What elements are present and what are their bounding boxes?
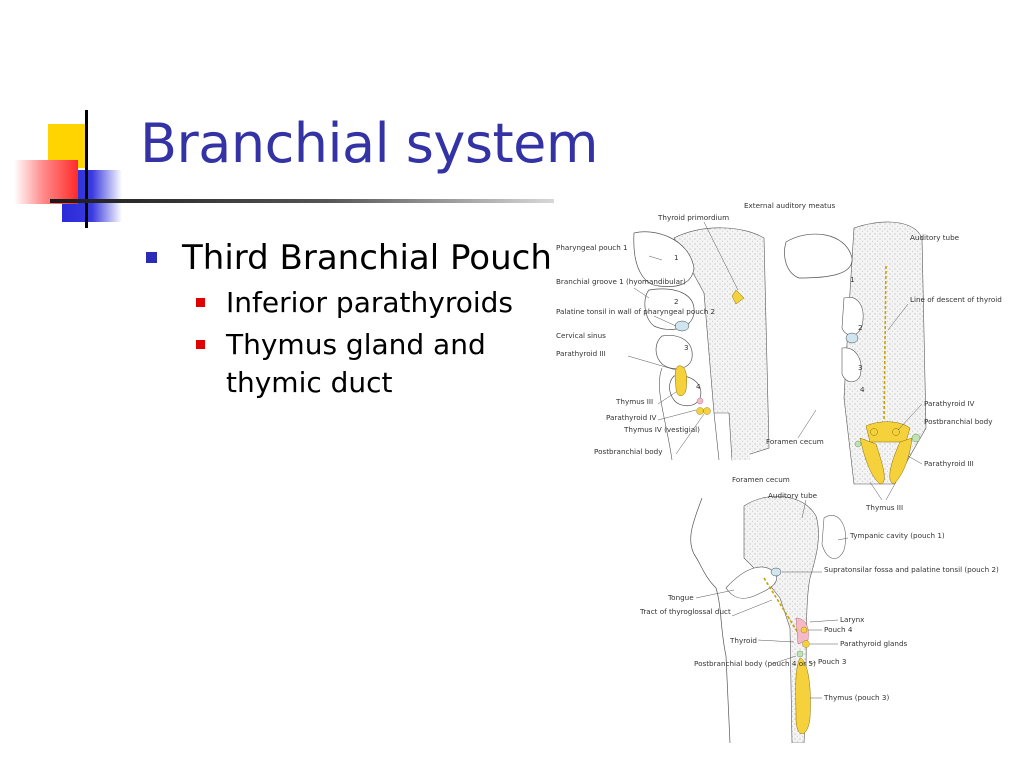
label-foramen-cecum-bottom: Foramen cecum: [732, 475, 790, 484]
pouch-number: 1: [674, 253, 679, 262]
square-bullet-icon: [146, 252, 157, 263]
pouch-number: 4: [696, 382, 701, 391]
label-palatine-tonsil: Palatine tonsil in wall of pharyngeal po…: [556, 307, 715, 316]
sub-bullet-item: Inferior parathyroids: [188, 284, 554, 322]
label-pouch-4: Pouch 4: [824, 625, 853, 634]
bullet-item: Third Branchial Pouch: [144, 236, 554, 280]
label-parathyroid-iii-right: Parathyroid III: [924, 459, 974, 468]
label-parathyroid-glands: Parathyroid glands: [840, 639, 908, 648]
sagittal-head-diagram: [690, 495, 846, 743]
label-tympanic-cavity: Tympanic cavity (pouch 1): [849, 531, 945, 540]
pouch-number: 3: [858, 363, 863, 372]
label-thyroid-primordium: Thyroid primordium: [657, 213, 729, 222]
label-pharyngeal-pouch-1: Pharyngeal pouch 1: [556, 243, 628, 252]
label-supratonsilar-fossa: Supratonsilar fossa and palatine tonsil …: [824, 565, 999, 574]
label-tongue: Tongue: [667, 593, 694, 602]
decor-red-square: [14, 160, 78, 204]
pouch-number: 2: [674, 297, 679, 306]
pharynx-frontal-diagram: 1 2 3 4: [633, 227, 770, 461]
square-bullet-icon: [196, 340, 205, 349]
pouch-number: 4: [860, 385, 865, 394]
label-auditory-tube: Auditory tube: [910, 233, 960, 242]
label-tract-thyroglossal: Tract of thyroglossal duct: [639, 607, 731, 616]
label-cervical-sinus: Cervical sinus: [556, 331, 606, 340]
label-auditory-tube-bottom: Auditory tube: [768, 491, 818, 500]
label-external-auditory-meatus: External auditory meatus: [744, 201, 836, 210]
pouch-number: 1: [850, 275, 855, 284]
label-postbranchial-body: Postbranchial body: [594, 447, 663, 456]
sub-bullet-text: Thymus gland and thymic duct: [226, 328, 486, 399]
pouch-number: 3: [684, 343, 689, 352]
decor-vertical-line: [85, 110, 88, 228]
square-bullet-icon: [196, 298, 205, 307]
pouch-number: 2: [858, 323, 863, 332]
sub-bullet-text: Inferior parathyroids: [226, 286, 513, 319]
label-foramen-cecum: Foramen cecum: [766, 437, 824, 446]
label-pouch-3: Pouch 3: [818, 657, 846, 666]
bullet-list: Third Branchial Pouch Inferior parathyro…: [144, 236, 554, 402]
descent-diagram: 1 2 3 4: [784, 221, 927, 485]
slide-title: Branchial system: [140, 112, 598, 175]
descent-labels: Foramen cecum Auditory tube Line of desc…: [766, 233, 1002, 512]
label-parathyroid-iv: Parathyroid IV: [606, 413, 657, 422]
pharynx-frontal-labels: Thyroid primordium External auditory mea…: [556, 201, 836, 456]
sub-bullet-item: Thymus gland and thymic duct: [188, 326, 554, 402]
label-larynx: Larynx: [840, 615, 865, 624]
title-underline: [50, 199, 554, 203]
label-line-of-descent: Line of descent of thyroid: [910, 295, 1002, 304]
label-thymus-iii-right: Thymus III: [865, 503, 903, 512]
bullet-text: Third Branchial Pouch: [182, 238, 552, 278]
label-postbranchial-body-bottom: Postbranchial body (pouch 4 or 5): [694, 659, 816, 668]
label-thymus-iii: Thymus III: [615, 397, 653, 406]
label-thyroid: Thyroid: [729, 636, 757, 645]
label-parathyroid-iii: Parathyroid III: [556, 349, 606, 358]
label-thymus-iv: Thymus IV (vestigial): [623, 425, 700, 434]
branchial-anatomy-figure: 1 2 3 4 Thyroid primordium External audi…: [556, 201, 1002, 743]
label-thymus-pouch-3: Thymus (pouch 3): [823, 693, 889, 702]
label-parathyroid-iv-right: Parathyroid IV: [924, 399, 975, 408]
sagittal-head-labels: Foramen cecum Auditory tube Tympanic cav…: [639, 475, 999, 702]
label-postbranchial-body-right: Postbranchial body: [924, 417, 993, 426]
label-branchial-groove-1: Branchial groove 1 (hyomandibular): [556, 277, 686, 286]
